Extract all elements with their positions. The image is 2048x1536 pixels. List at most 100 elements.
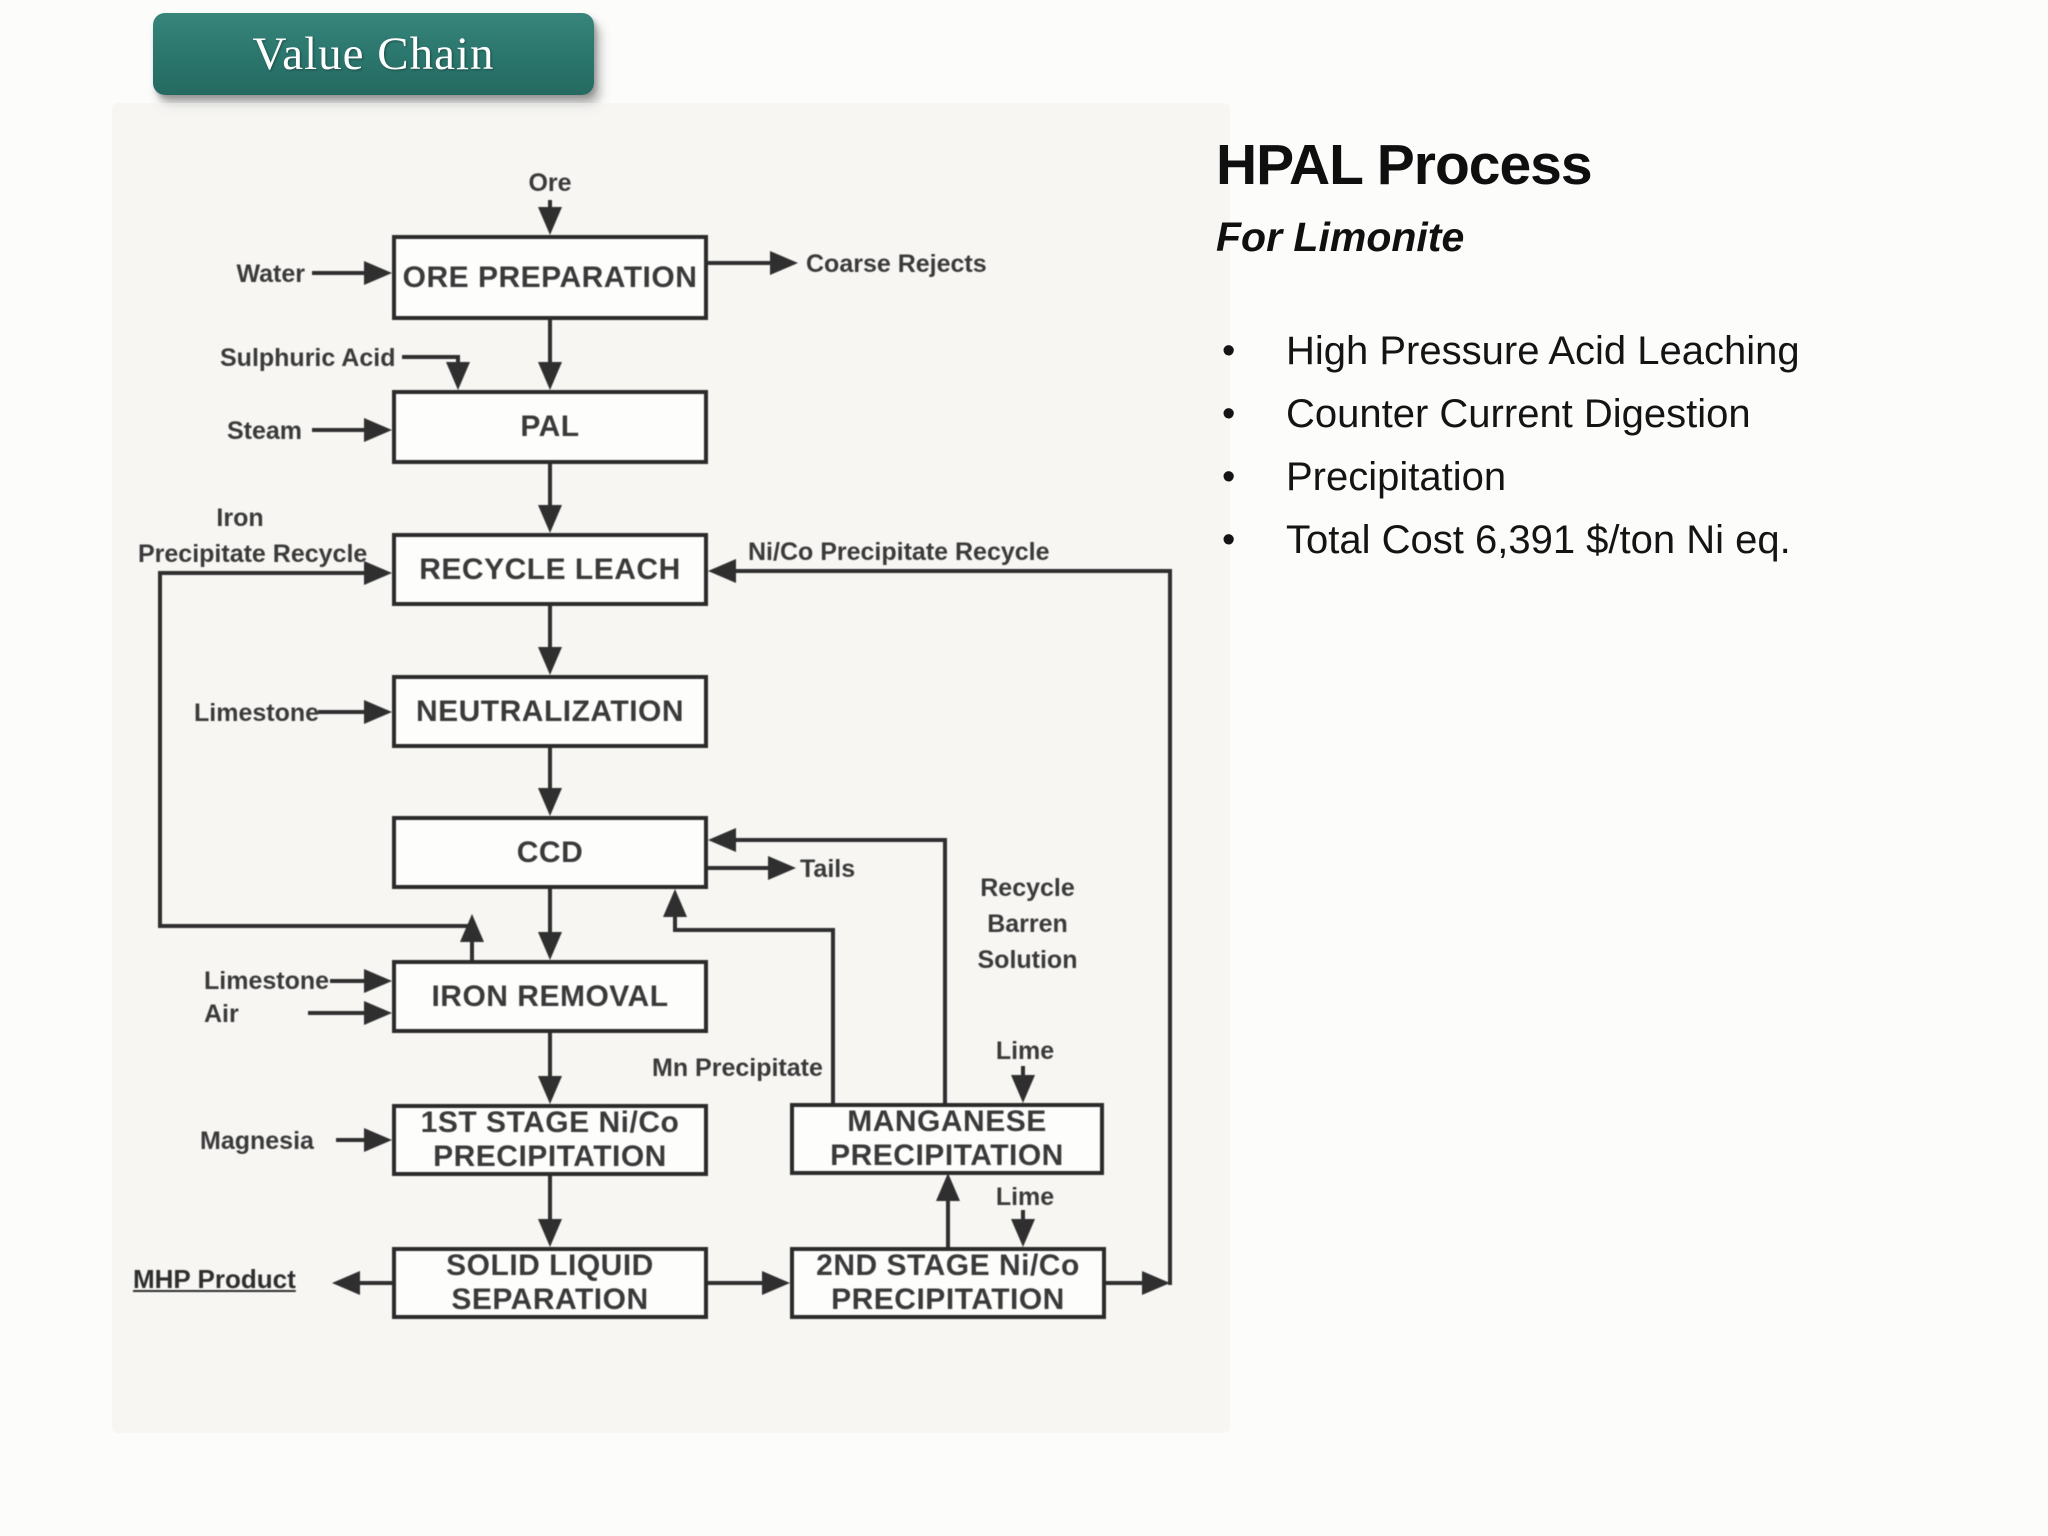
arrowhead-down-icon bbox=[538, 932, 562, 960]
flow-box-pal: PAL bbox=[392, 390, 708, 464]
flow-box-second-stage-nico-precipitation: 2ND STAGE Ni/Co PRECIPITATION bbox=[790, 1247, 1106, 1319]
stream-label-barren: Barren bbox=[987, 910, 1068, 938]
stream-label-coarse-rejects: Coarse Rejects bbox=[806, 250, 987, 278]
connector-mn-precipitate-vertical bbox=[831, 928, 835, 1103]
flow-box-label: PRECIPITATION bbox=[433, 1140, 667, 1173]
connector-tails bbox=[708, 866, 768, 870]
flow-box-label: SEPARATION bbox=[451, 1283, 649, 1316]
connector-sulphuric-acid-feed-v bbox=[456, 355, 460, 367]
connector-mn-precipitate-horizontal bbox=[673, 928, 831, 932]
arrowhead-down-icon bbox=[538, 1076, 562, 1104]
stream-label-air: Air bbox=[204, 1000, 239, 1028]
bullet-icon: • bbox=[1222, 519, 1236, 561]
arrowhead-right-icon bbox=[364, 561, 392, 585]
flow-box-ccd: CCD bbox=[392, 816, 708, 889]
bullet-text: Precipitation bbox=[1286, 455, 1507, 499]
connector-oreprep-to-pal bbox=[548, 320, 552, 366]
connector-ore-to-oreprep bbox=[548, 200, 552, 212]
connector-barren-solution-vertical bbox=[943, 838, 947, 1103]
arrowhead-right-icon bbox=[364, 418, 392, 442]
arrowhead-down-icon bbox=[538, 362, 562, 390]
connector-recycleleach-to-neutralization bbox=[548, 606, 552, 651]
arrowhead-left-icon bbox=[708, 559, 736, 583]
scan-background bbox=[112, 103, 1230, 1433]
connector-secondstage-to-manganese bbox=[946, 1201, 950, 1247]
arrowhead-up-icon bbox=[663, 889, 687, 917]
arrowhead-right-icon bbox=[364, 1128, 392, 1152]
stream-label-tails: Tails bbox=[800, 855, 856, 883]
stream-label-mhp-product: MHP Product bbox=[133, 1264, 296, 1294]
stream-label-lime-secondstage: Lime bbox=[995, 1183, 1055, 1211]
arrowhead-down-icon bbox=[538, 207, 562, 235]
arrowhead-right-icon bbox=[364, 1001, 392, 1025]
arrowhead-right-icon bbox=[364, 969, 392, 993]
flow-box-neutralization: NEUTRALIZATION bbox=[392, 675, 708, 748]
stream-label-water: Water bbox=[236, 260, 305, 288]
connector-steam-feed bbox=[312, 428, 364, 432]
connector-limestone-feed-neutralization bbox=[318, 710, 364, 714]
connector-iron-recycle-stub bbox=[470, 924, 474, 960]
bullet-text: Counter Current Digestion bbox=[1286, 392, 1751, 436]
connector-solidliquid-to-secondstage bbox=[708, 1281, 762, 1285]
arrowhead-down-icon bbox=[538, 1219, 562, 1247]
connector-iron-recycle-into-leach bbox=[160, 571, 364, 575]
bullet-list: • High Pressure Acid Leaching • Counter … bbox=[1222, 328, 1800, 580]
flow-box-label: SOLID LIQUID bbox=[446, 1249, 654, 1282]
stream-label-recycle-barren-solution: Recycle Barren Solution bbox=[955, 870, 1100, 978]
arrowhead-left-icon bbox=[708, 828, 736, 852]
page-subtitle: For Limonite bbox=[1216, 214, 1465, 260]
bullet-icon: • bbox=[1222, 456, 1236, 498]
arrowhead-down-icon bbox=[446, 362, 470, 390]
connector-sulphuric-acid-feed-h bbox=[402, 355, 460, 359]
arrowhead-right-icon bbox=[364, 700, 392, 724]
stream-label-solution: Solution bbox=[977, 946, 1078, 974]
arrowhead-right-icon bbox=[364, 261, 392, 285]
connector-firststage-to-solidliquid bbox=[548, 1176, 552, 1223]
connector-iron-recycle-horizontal bbox=[158, 924, 472, 928]
flow-box-label: ORE PREPARATION bbox=[402, 260, 698, 294]
value-chain-badge-label: Value Chain bbox=[252, 28, 495, 80]
connector-water-feed bbox=[312, 271, 364, 275]
arrowhead-right-icon bbox=[1142, 1271, 1170, 1295]
bullet-text: High Pressure Acid Leaching bbox=[1286, 329, 1800, 373]
flow-box-first-stage-nico-precipitation: 1ST STAGE Ni/Co PRECIPITATION bbox=[392, 1104, 708, 1176]
connector-iron-recycle-vertical bbox=[158, 571, 162, 928]
arrowhead-down-icon bbox=[1011, 1219, 1035, 1247]
connector-air-feed bbox=[308, 1011, 364, 1015]
flow-box-label: 1ST STAGE Ni/Co bbox=[420, 1106, 680, 1139]
flow-box-label: 2ND STAGE Ni/Co bbox=[816, 1249, 1080, 1282]
list-item: • Counter Current Digestion bbox=[1222, 391, 1800, 437]
connector-ccd-to-ironremoval bbox=[548, 888, 552, 936]
stream-label-nico-recycle: Ni/Co Precipitate Recycle bbox=[748, 538, 1050, 566]
stream-label-magnesia: Magnesia bbox=[200, 1127, 314, 1155]
connector-magnesia-feed bbox=[336, 1138, 364, 1142]
flow-box-label: NEUTRALIZATION bbox=[415, 694, 685, 728]
connector-ironremoval-to-firststage bbox=[548, 1033, 552, 1080]
connector-nico-recycle-horizontal bbox=[736, 569, 1168, 573]
arrowhead-left-icon bbox=[332, 1271, 360, 1295]
arrowhead-right-icon bbox=[768, 856, 796, 880]
arrowhead-down-icon bbox=[1011, 1075, 1035, 1103]
connector-pal-to-recycleleach bbox=[548, 464, 552, 509]
value-chain-badge: Value Chain bbox=[153, 13, 594, 95]
connector-barren-solution-horizontal bbox=[736, 838, 943, 842]
flow-box-recycle-leach: RECYCLE LEACH bbox=[392, 533, 708, 606]
list-item: • Total Cost 6,391 $/ton Ni eq. bbox=[1222, 517, 1800, 563]
arrowhead-up-icon bbox=[460, 914, 484, 942]
stream-label-sulphuric-acid: Sulphuric Acid bbox=[220, 344, 396, 372]
connector-lime-to-secondstage bbox=[1021, 1210, 1025, 1222]
connector-coarse-rejects bbox=[708, 261, 770, 265]
connector-neutralization-to-ccd bbox=[548, 748, 552, 792]
connector-secondstage-output bbox=[1106, 1281, 1142, 1285]
arrowhead-down-icon bbox=[538, 505, 562, 533]
flow-box-label: RECYCLE LEACH bbox=[419, 552, 681, 586]
bullet-icon: • bbox=[1222, 330, 1236, 372]
stream-label-limestone-ironremoval: Limestone bbox=[204, 967, 330, 995]
list-item: • High Pressure Acid Leaching bbox=[1222, 328, 1800, 374]
flow-box-solid-liquid-separation: SOLID LIQUID SEPARATION bbox=[392, 1247, 708, 1319]
stream-label-limestone-neutralization: Limestone bbox=[194, 699, 320, 727]
stream-label-iron-recycle-line2: Precipitate Recycle bbox=[138, 540, 368, 568]
flow-box-iron-removal: IRON REMOVAL bbox=[392, 960, 708, 1033]
flow-box-label: MANGANESE bbox=[847, 1105, 1047, 1138]
flow-box-label: IRON REMOVAL bbox=[431, 979, 669, 1013]
